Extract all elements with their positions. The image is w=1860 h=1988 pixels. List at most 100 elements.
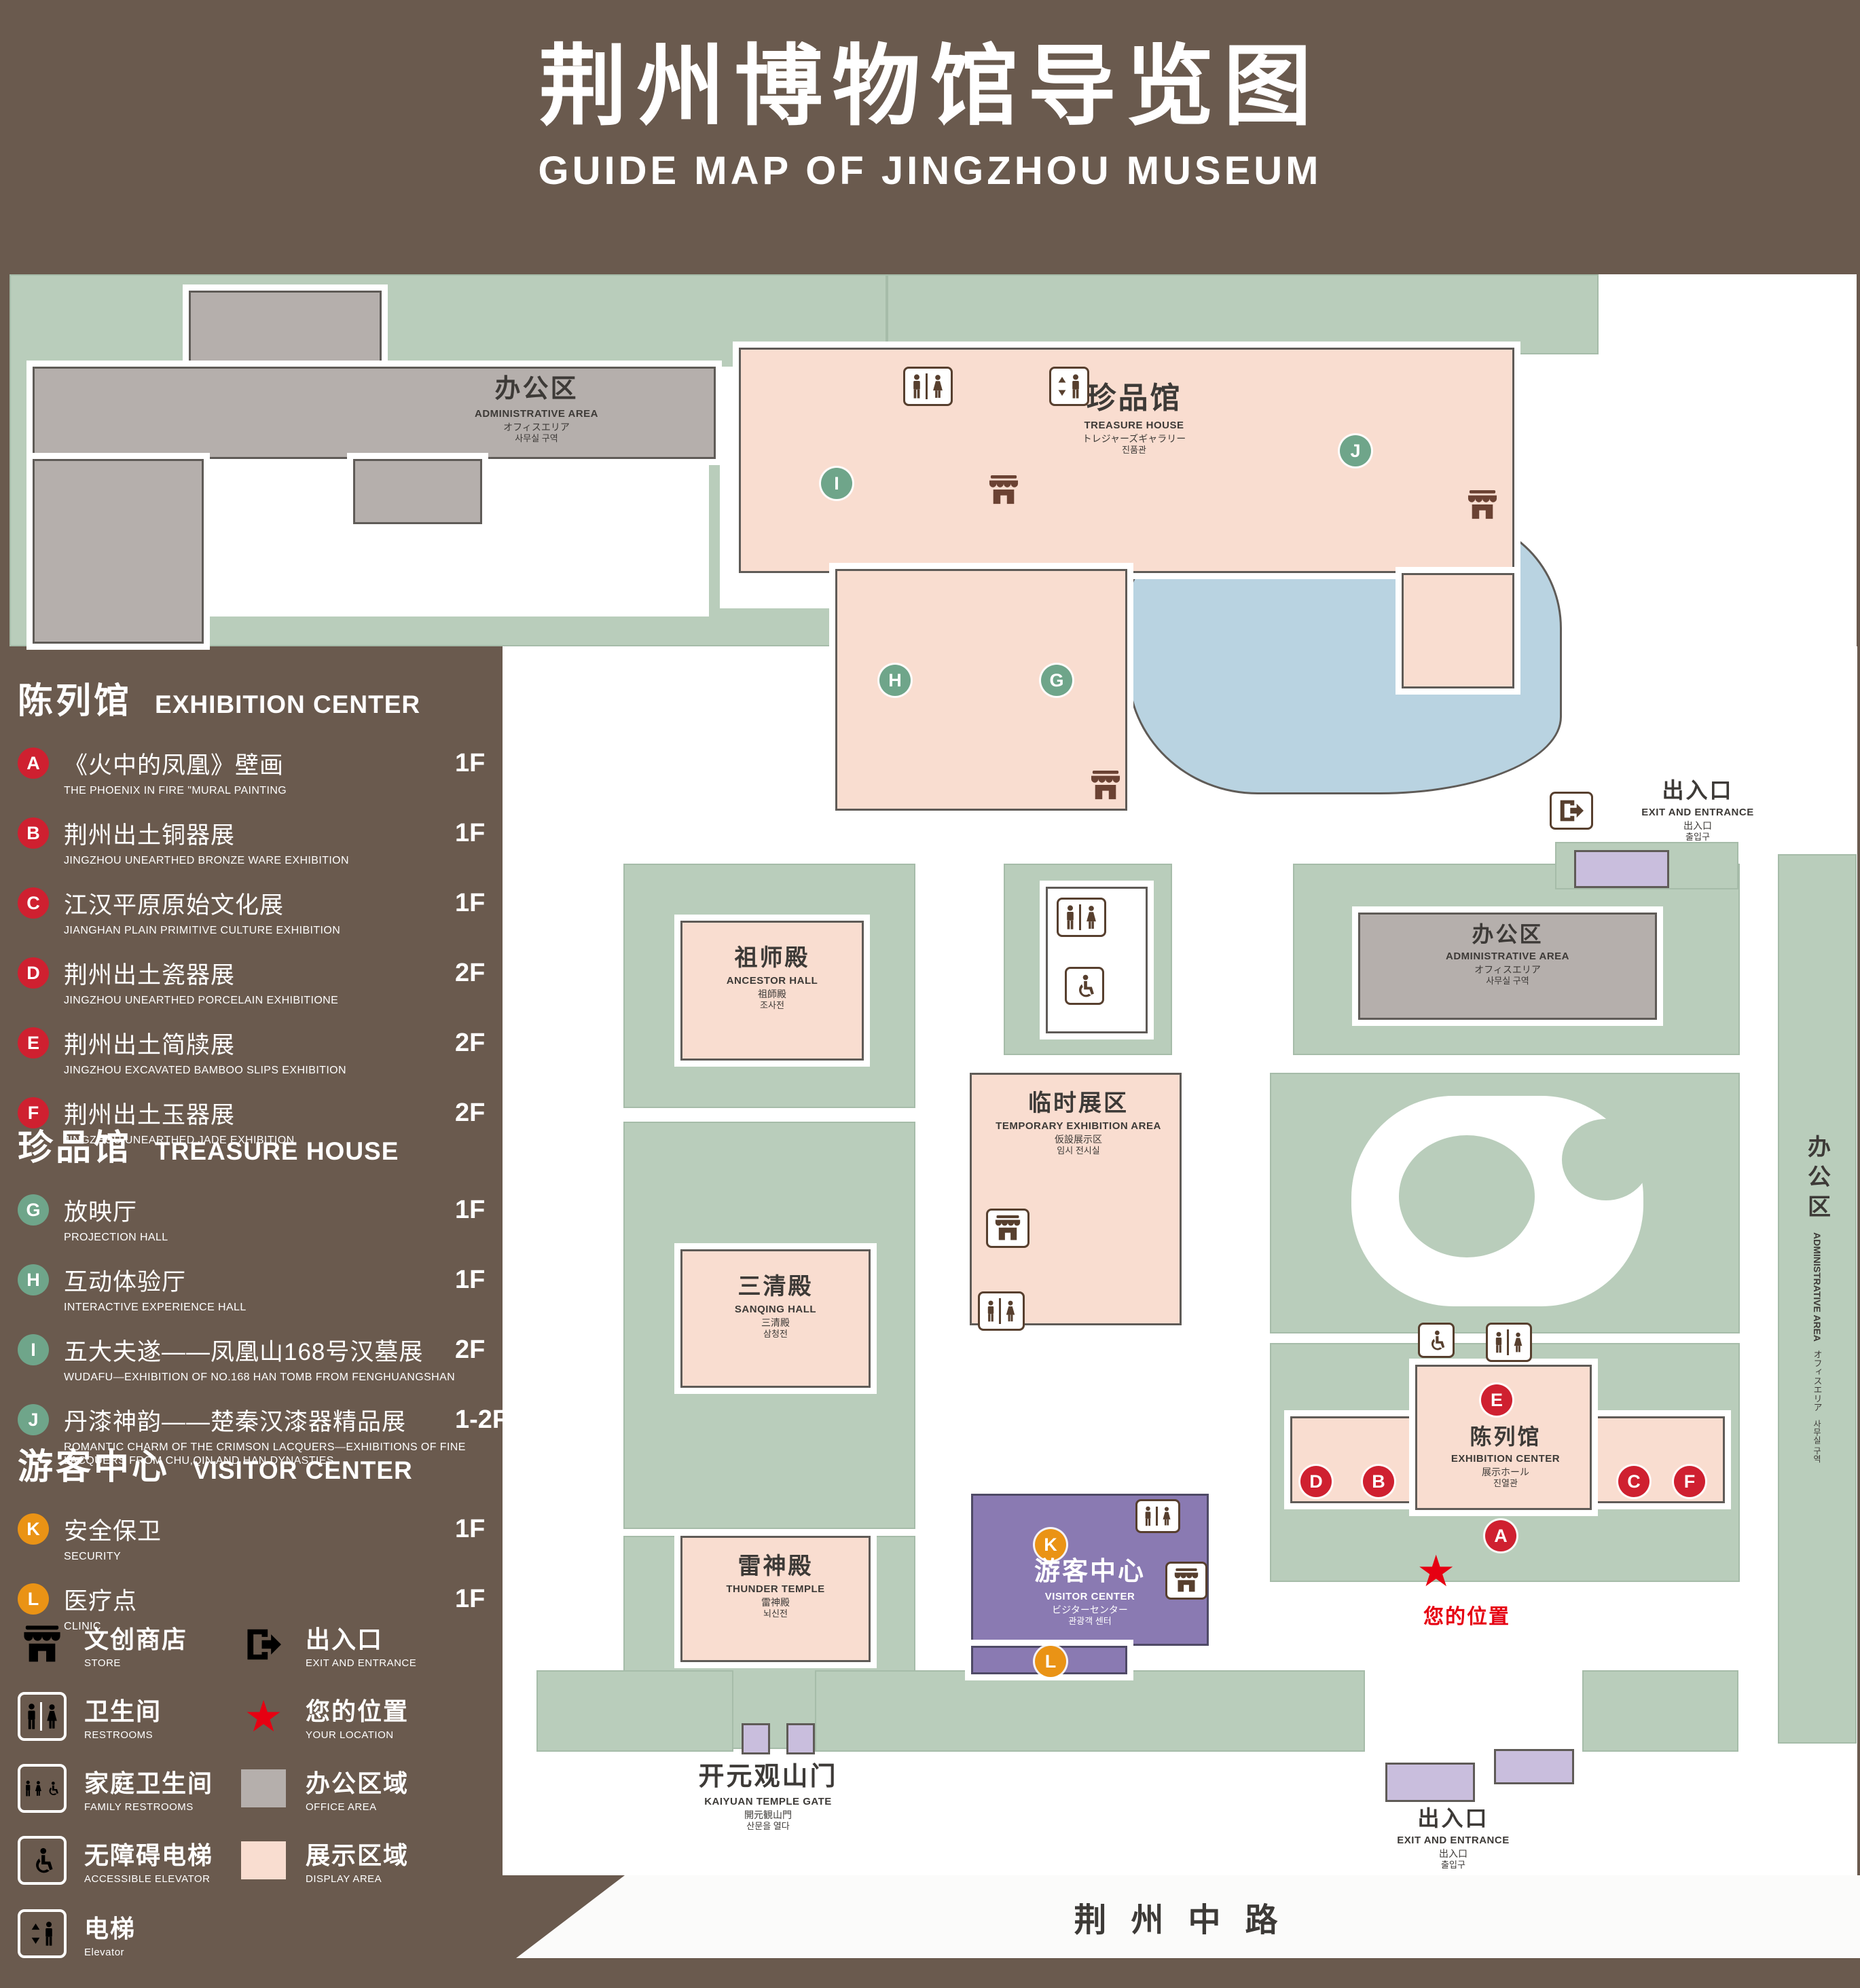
floor: 1F <box>455 1515 486 1543</box>
badge-g: G <box>18 1194 49 1226</box>
badge-e: E <box>18 1027 49 1059</box>
family-restrooms-icon <box>18 1764 67 1813</box>
floor: 2F <box>455 1029 486 1057</box>
badge-j: J <box>18 1404 49 1435</box>
section-heading: 陈列馆 EXHIBITION CENTER <box>18 682 421 721</box>
admin-right-strip-label: 办公区 ADMINISTRATIVE AREA オフィスエリア 사무실 구역 <box>1804 1135 1830 1463</box>
visitor-center-label: 游客中心 VISITOR CENTER ビジターセンター 관광객 센터 <box>1034 1558 1146 1627</box>
road-label: 荆州中路 <box>1074 1902 1302 1938</box>
map-marker-i: I <box>821 468 852 499</box>
admin-right-strip: 办公区 ADMINISTRATIVE AREA オフィスエリア 사무실 구역 <box>1778 854 1857 1744</box>
thunder-temple-label: 雷神殿 THUNDER TEMPLE 雷神殿 뇌신전 <box>726 1553 825 1619</box>
badge-h: H <box>18 1264 49 1295</box>
store-icon <box>986 1209 1029 1248</box>
floor: 1F <box>455 819 486 847</box>
garden-island-1 <box>1399 1135 1535 1257</box>
elevator-icon <box>18 1909 67 1958</box>
treasure-house-lower <box>835 569 1127 811</box>
badge-l: L <box>18 1583 49 1615</box>
store-icon <box>1165 1562 1207 1600</box>
restrooms-icon <box>18 1692 67 1741</box>
map-marker-j: J <box>1340 435 1371 466</box>
admin-top-building-bar <box>33 367 716 459</box>
floor: 1F <box>455 1266 486 1294</box>
exit-bottom-building <box>1494 1749 1574 1784</box>
ancestor-hall-label: 祖师殿 ANCESTOR HALL 祖師殿 조사전 <box>726 945 818 1011</box>
accessible-restroom-icon <box>1065 967 1104 1005</box>
badge-c: C <box>18 887 49 919</box>
floor: 1F <box>455 1196 486 1224</box>
floor: 1F <box>455 1585 486 1613</box>
section-heading: 游客中心 VISITOR CENTER <box>18 1448 413 1487</box>
page-subtitle: GUIDE MAP OF JINGZHOU MUSEUM <box>538 149 1322 193</box>
exhibition-center-label: 陈列馆 EXHIBITION CENTER 展示ホール 진열관 <box>1451 1424 1561 1489</box>
your-location-star-icon: ★ <box>244 1692 283 1741</box>
badge-a: A <box>18 748 49 779</box>
store-icon <box>1090 771 1121 800</box>
page-title: 荆州博物馆导览图 <box>539 37 1321 136</box>
admin-top-building-leg <box>33 459 204 644</box>
floor: 2F <box>455 1336 486 1364</box>
exit-right-building <box>1574 850 1669 888</box>
ancestor-hall-building <box>680 921 864 1061</box>
section-heading: 珍品馆 TREASURE HOUSE <box>18 1128 399 1168</box>
admin-right-label: 办公区 ADMINISTRATIVE AREA オフィスエリア 사무실 구역 <box>1446 922 1569 987</box>
thunder-temple-building <box>680 1536 871 1662</box>
sanqing-hall-building <box>680 1249 871 1388</box>
treasure-house-right <box>1402 573 1514 688</box>
store-icon <box>18 1620 67 1669</box>
badge-b: B <box>18 817 49 849</box>
grounds-bottom-right <box>1582 1670 1738 1752</box>
accessible-elevator-icon <box>1418 1323 1455 1358</box>
map-marker-a: A <box>1485 1520 1516 1551</box>
map-marker-b: B <box>1363 1466 1394 1497</box>
floor: 2F <box>455 1099 486 1127</box>
grounds-top-band <box>887 274 1599 354</box>
exit-icon <box>239 1620 288 1669</box>
display-area-swatch <box>239 1836 288 1885</box>
road: 荆州中路 <box>516 1875 1860 1958</box>
map-marker-h: H <box>879 665 911 696</box>
your-location-star-icon: ★ <box>1417 1547 1456 1596</box>
office-area-swatch <box>239 1764 288 1813</box>
badge-f: F <box>18 1097 49 1128</box>
kaiyuan-gate-pillar <box>786 1723 815 1754</box>
admin-top-building-tab <box>189 291 382 369</box>
temporary-exhibition-label: 临时展区 TEMPORARY EXHIBITION AREA 仮設展示区 임시 … <box>996 1090 1161 1156</box>
exit-icon <box>1550 792 1593 830</box>
exit-right-label: 出入口 EXIT AND ENTRANCE 出入口 출입구 <box>1641 778 1754 843</box>
map-marker-l: L <box>1035 1646 1066 1677</box>
restrooms-icon <box>1135 1499 1180 1533</box>
treasure-house-label: 珍品馆 TREASURE HOUSE トレジャーズギャラリー 진품관 <box>1082 382 1186 455</box>
map-marker-e: E <box>1481 1384 1512 1416</box>
restrooms-icon <box>903 367 953 406</box>
exit-bottom-label: 出入口 EXIT AND ENTRANCE 出入口 출입구 <box>1397 1806 1510 1871</box>
garden-island-2 <box>1562 1119 1650 1200</box>
temporary-exhibition-building <box>970 1073 1182 1325</box>
your-location-label: 您的位置 <box>1423 1606 1510 1628</box>
elevator-icon <box>1049 367 1089 406</box>
badge-k: K <box>18 1513 49 1545</box>
admin-top-label: 办公区 ADMINISTRATIVE AREA オフィスエリア 사무실 구역 <box>475 375 598 444</box>
